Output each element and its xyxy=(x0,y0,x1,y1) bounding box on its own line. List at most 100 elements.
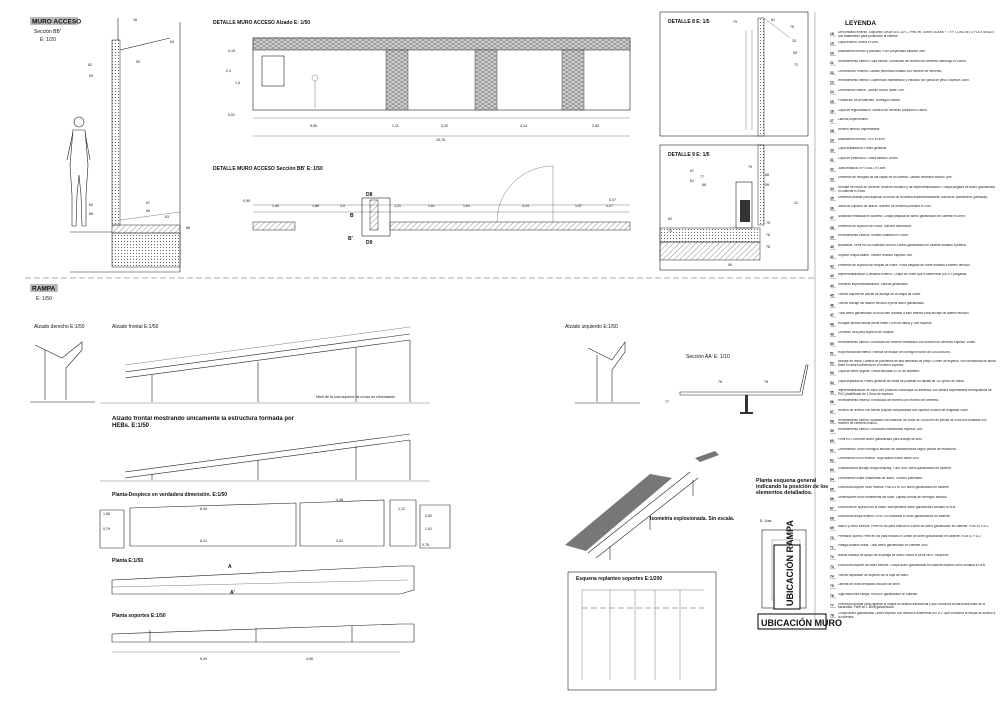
legend-number: 67 xyxy=(830,507,834,511)
legend-number: 78 xyxy=(830,613,834,617)
legend-text: Capa separadora. Fieltro geotextil de fi… xyxy=(838,379,965,383)
legend-text: Rodapié piedra natural arena marfil 12cm… xyxy=(838,321,933,325)
label-d8: D8 xyxy=(366,192,373,198)
callout-63b: 63 xyxy=(165,215,169,219)
muro-alzado-title: DETALLE MURO ACCESO Alzado E: 1/50 xyxy=(213,20,310,26)
despiece-bottom-2: 4,41 xyxy=(336,539,343,543)
seccion-aa-title: Sección AA' E: 1/10 xyxy=(686,354,730,360)
rampa-esquina-replanteo: Esquena replanteo soportes E:1/200 xyxy=(567,571,717,691)
legend-text: Elemento de recogida de las capas de la … xyxy=(838,176,953,180)
legend-text: Elemento auxiliar para sujeción al borde… xyxy=(838,195,989,199)
callout-63: 63 xyxy=(89,74,93,78)
legend-number: 75 xyxy=(830,584,834,588)
planta-soportes-title: Planta soportes E:1/50 xyxy=(112,613,166,619)
rampa-alzado-izquierdo: Alzado izquierdo E:1/50 xyxy=(565,324,640,404)
detalle-8: DETALLE 8 E: 1/5 79 61 75 15 59 72 xyxy=(659,11,809,137)
legend-text: Formación de pendientes. Hormigón celula… xyxy=(838,98,901,102)
legend-text: Revestimiento interior. Enfoscado maestr… xyxy=(838,428,924,432)
despiece-side-4: 1,91 xyxy=(425,527,432,531)
callout-53: 53 xyxy=(136,60,140,64)
despiece-top-1: 6,45 xyxy=(200,507,207,511)
legend-number: 74 xyxy=(830,575,834,579)
callout-62: 62 xyxy=(88,63,92,67)
label-b-prime: B' xyxy=(348,236,353,242)
d9-callout-12: 76 xyxy=(766,233,770,237)
label-a-prime: A' xyxy=(230,590,235,596)
seccion-dim-5: 1,61 xyxy=(428,204,435,208)
alzado-dim-3: 3,32 xyxy=(441,124,448,128)
legend-number: 66 xyxy=(830,497,834,501)
seccion-height-2: 0,07 xyxy=(609,198,616,202)
seccion-dim-6: 1,61 xyxy=(463,204,470,208)
legend-number: 18 xyxy=(830,32,834,36)
legend-text: Cerramiento, exterior. Ladrillo perforad… xyxy=(838,69,943,73)
aa-callout-76: 76 xyxy=(718,380,722,384)
legend-text: Impermeabilización y sellados exterior. … xyxy=(838,273,968,277)
label-d9: D9 xyxy=(366,240,373,246)
legend-text: Chapa acero galvanizado 15mm espesor con… xyxy=(838,612,996,619)
d9-callout-5: 79 xyxy=(748,165,752,169)
legend-text: Capa de protección. Grava tamaño 16mm. xyxy=(838,156,899,160)
rampa-title: RAMPA xyxy=(32,286,56,293)
ubicacion-muro-label: UBICACIÓN MURO xyxy=(761,617,842,628)
legend-text: Junta de sujeción de ladrillo. Mortero d… xyxy=(838,205,932,209)
callout-65: 65 xyxy=(146,209,150,213)
legend-text: Subestructura anclaje chapa desplieg. Tu… xyxy=(838,466,952,470)
legend-text: Cerramiento. Muro hormigón armado de car… xyxy=(838,447,957,451)
legend-text: Capa exterior. Arena e=2cm. xyxy=(838,40,879,44)
legend-text: Estructura soporte muro exterior. Plat.1… xyxy=(838,486,950,490)
label-b: B xyxy=(350,213,354,219)
legend-number: 22 xyxy=(830,71,834,75)
legend-text: Revestimiento interior. Guarnecido maest… xyxy=(838,79,970,83)
rampa-planta: Planta E:1/50 A A' xyxy=(111,558,415,596)
legend-number: 20 xyxy=(830,51,834,55)
wall-foundation xyxy=(111,232,181,268)
alzado-izquierdo-title: Alzado izquierdo E:1/50 xyxy=(565,324,618,330)
legend-text: Tornillo anclaje del tablero fenólico a … xyxy=(838,302,925,306)
despiece-side-2: 0,79 xyxy=(103,527,110,531)
iso-ramp-plate-2 xyxy=(695,451,719,462)
legend-number: 68 xyxy=(830,516,834,520)
legend-number: 42 xyxy=(830,265,834,269)
alzado-dim-4: 3,14 xyxy=(520,124,527,128)
seccion-dim-4: 1,21 xyxy=(394,204,401,208)
legend-text: Hoja estructural interior. Fábrica de bl… xyxy=(838,350,951,354)
legend-number: 62 xyxy=(830,458,834,462)
leyenda-title: LEYENDA xyxy=(845,20,876,27)
aa-callout-77: 77 xyxy=(665,400,669,404)
legend-text: Estructura auxiliar para rigidizar la ra… xyxy=(838,602,986,610)
rampa-alzado-hebs: Alzado frontal mostrando únicamente la e… xyxy=(100,416,430,482)
legend-text: Revestimiento interior. Alicatado con ba… xyxy=(838,418,987,426)
legend-number: 34 xyxy=(830,187,834,191)
legend-text: Capa separadora. Fieltro geotextil. xyxy=(838,147,887,151)
legend-text: Aislamiento térmico. XPS e=4cm. xyxy=(838,137,886,141)
planta-title: Planta E:1/50 xyxy=(112,558,143,564)
legend-number: 63 xyxy=(830,468,834,472)
d9-callout-7: 59 xyxy=(765,183,769,187)
legend-text: Capa de tierra vegetal. Grava triturada … xyxy=(838,370,921,374)
legend-text: Estructura rampa exterior. UPN 100 solda… xyxy=(838,515,951,519)
legend-text: Tubo acero galvanizado 40x40x2mm soldado… xyxy=(838,311,970,315)
legend-number: 65 xyxy=(830,487,834,491)
despiece-top-2: 4,46 xyxy=(336,498,343,502)
d9-callout-9: 62 xyxy=(668,217,672,221)
seccion-dim-2: 1,86 xyxy=(312,204,319,208)
alzado-height-3: 1,5 xyxy=(235,81,240,85)
legend-number: 51 xyxy=(830,352,834,356)
muro-acceso-title: MURO ACCESO xyxy=(32,19,81,26)
planta-esquina-title: Planta esquena general indicando la posi… xyxy=(756,478,829,496)
legend-text: Dimensiones muro ceramental del solar. Z… xyxy=(838,496,948,500)
legend-text: Revestimiento interior. Enfoscado de mor… xyxy=(838,341,977,345)
rampa-seccion-aa: Sección AA' E: 1/10 77 76 78 xyxy=(665,354,809,414)
callout-60: 60 xyxy=(89,203,93,207)
legend-text: Remate de borde de cubierta: refuerzo me… xyxy=(838,186,996,193)
legend-number: 69 xyxy=(830,526,834,530)
legend-text: Lámina de vidrio templado incoloro de 8m… xyxy=(838,583,901,587)
legend-number: 27 xyxy=(830,119,834,123)
legend-number: 41 xyxy=(830,255,834,259)
callout-67: 67 xyxy=(146,201,150,205)
alzado-height-4: 0,02 xyxy=(228,113,235,117)
legend-number: 77 xyxy=(830,604,834,608)
legend-text: Relleno de terreno con tierras propias c… xyxy=(838,408,969,412)
